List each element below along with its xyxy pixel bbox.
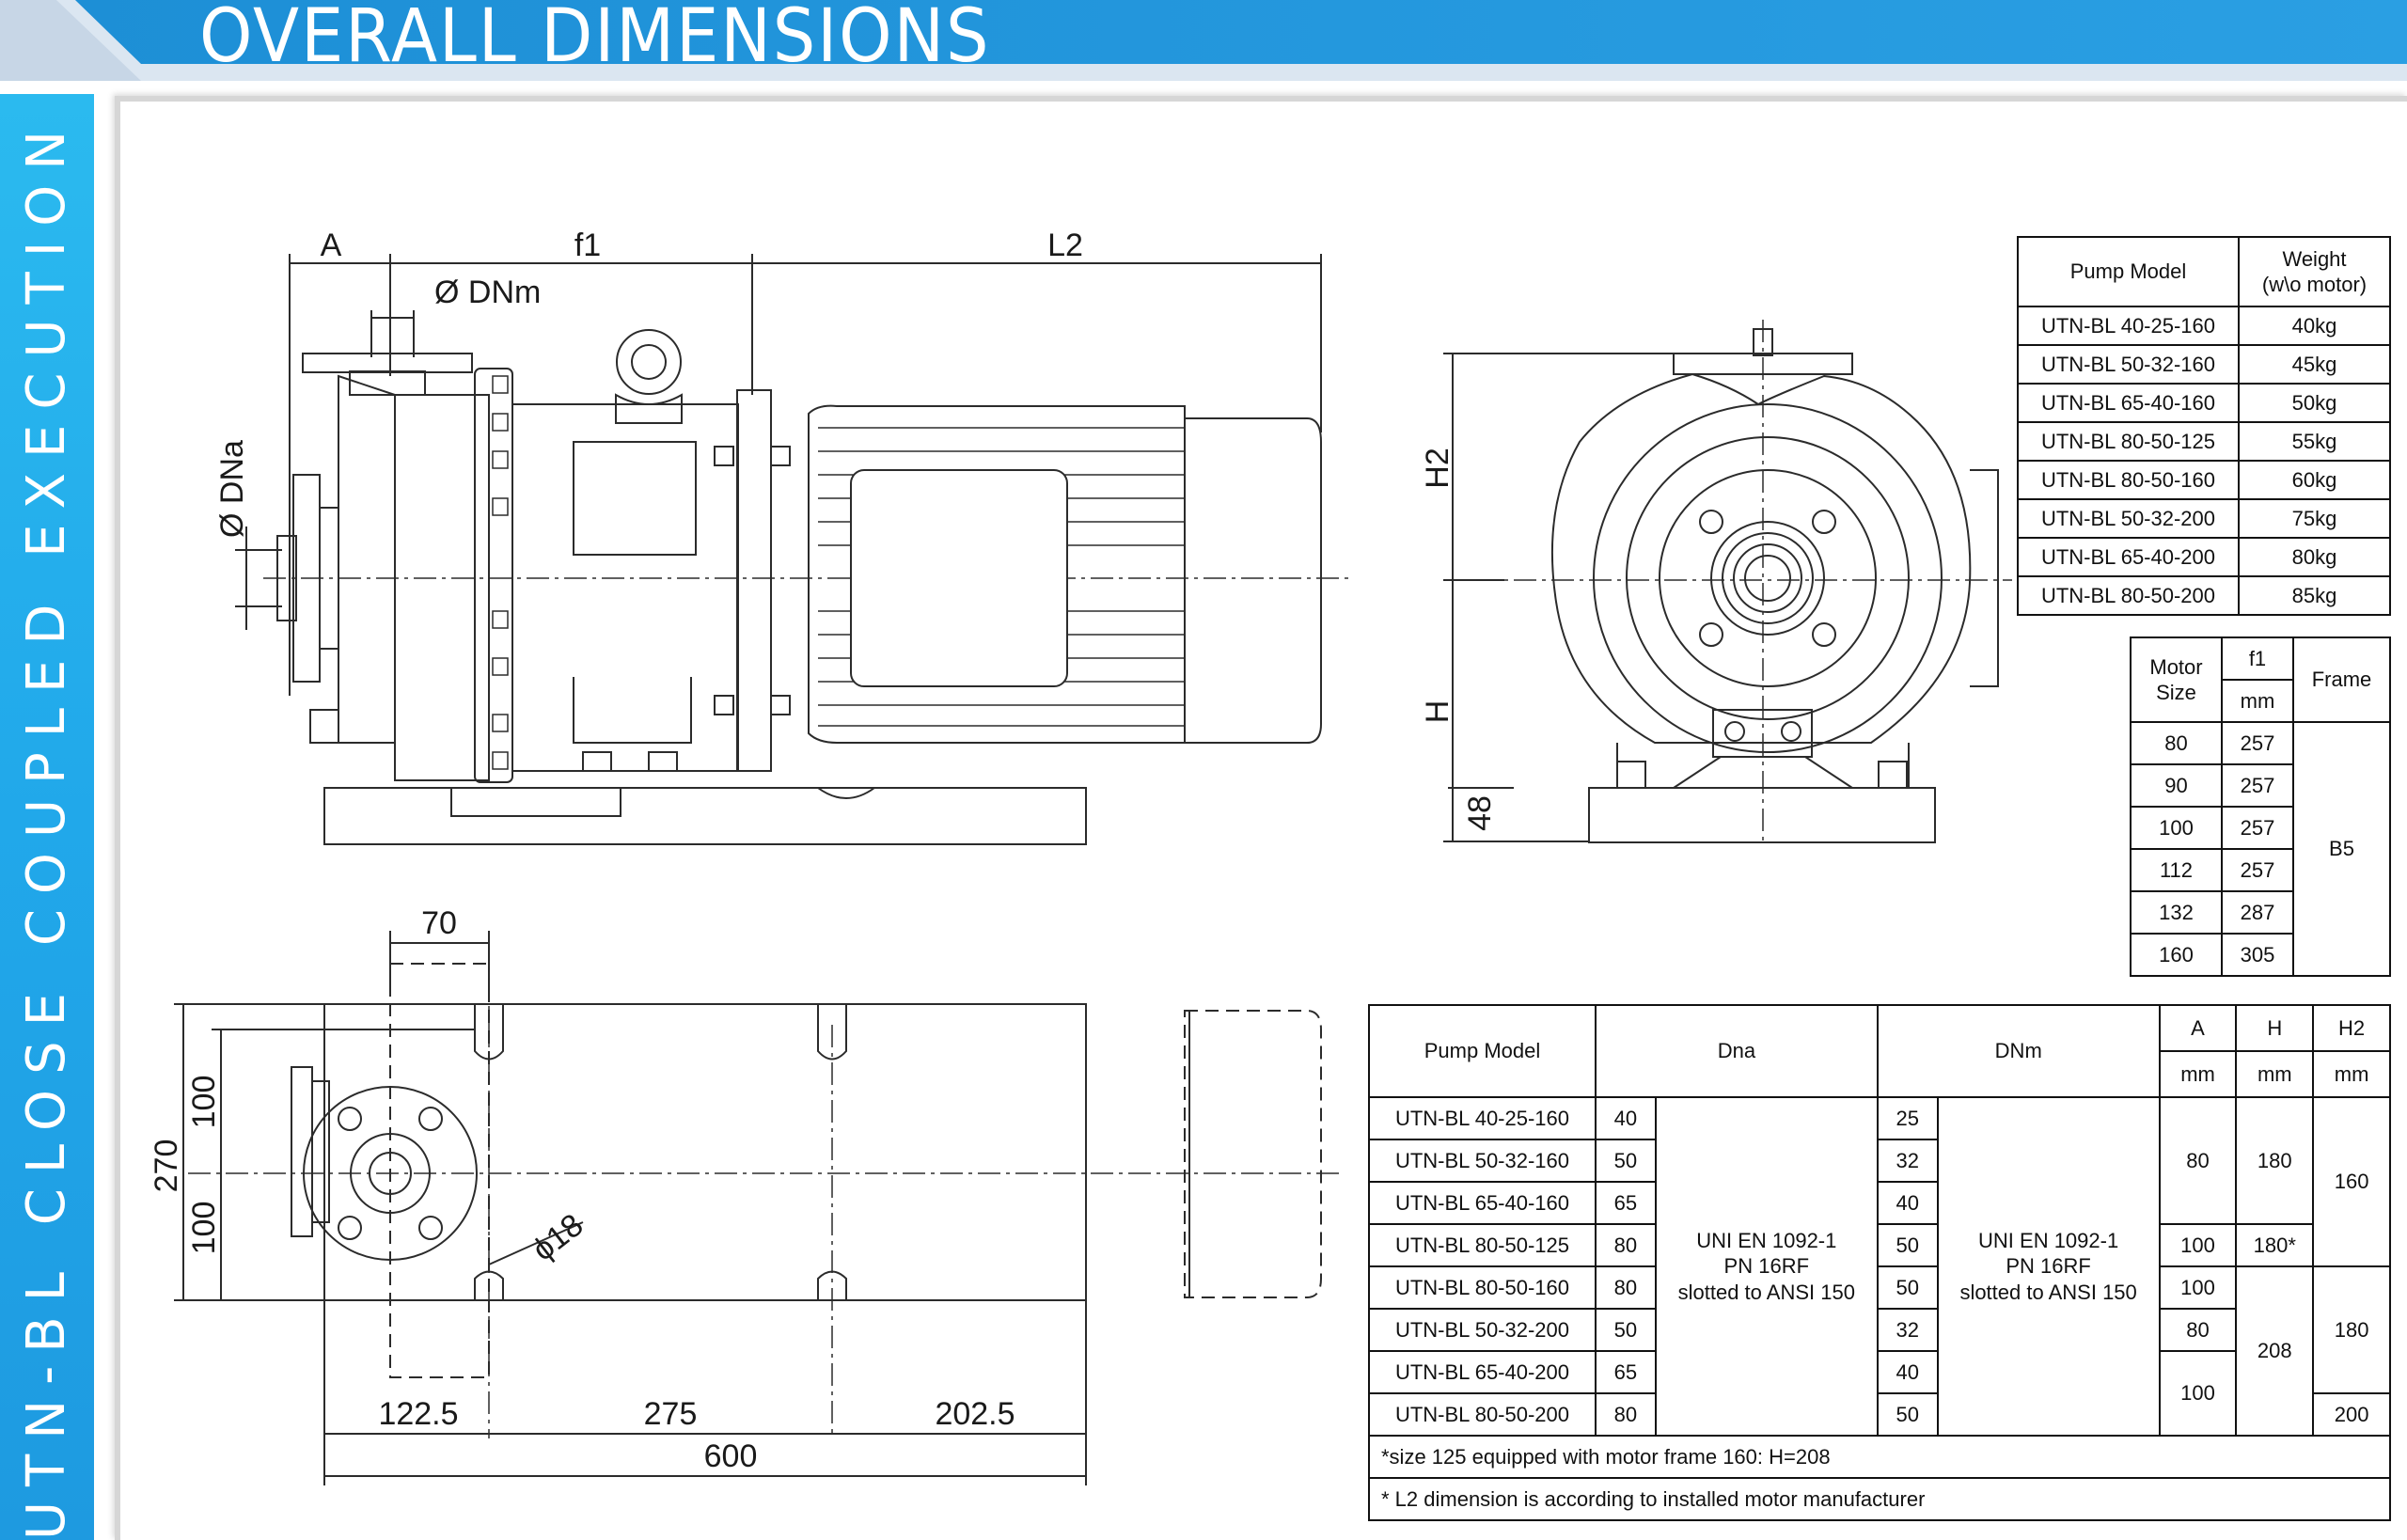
dim-f1-label: f1 bbox=[574, 228, 601, 263]
dim-202-5-label: 202.5 bbox=[935, 1396, 1015, 1432]
dim-header-a: A bbox=[2158, 1004, 2238, 1052]
motor-frame-value: B5 bbox=[2292, 721, 2391, 977]
dim-h-label: H bbox=[1420, 700, 1455, 724]
page-title: OVERALL DIMENSIONS bbox=[199, 0, 991, 79]
weight-table: Pump Model Weight(w\o motor) UTN-BL 40-2… bbox=[2017, 236, 2391, 616]
motor-header-frame: Frame bbox=[2292, 636, 2391, 723]
dim-48-label: 48 bbox=[1462, 795, 1498, 831]
header-band: OVERALL DIMENSIONS bbox=[0, 0, 2407, 88]
dim-100-top-label: 100 bbox=[186, 1076, 222, 1129]
top-view-drawing bbox=[174, 931, 1345, 1485]
dim-122-5-label: 122.5 bbox=[378, 1396, 458, 1432]
dim-l2-label: L2 bbox=[1047, 228, 1083, 263]
dimensions-table: Pump Model Dna DNm A H H2 mm mm mm UTN-B… bbox=[1368, 1004, 2391, 1521]
weight-header-weight: Weight(w\o motor) bbox=[2238, 236, 2391, 307]
dim-600-label: 600 bbox=[704, 1438, 758, 1474]
dim-dna-label: Ø DNa bbox=[214, 440, 250, 538]
motor-header-unit: mm bbox=[2221, 679, 2294, 723]
dim-header-dnm: DNm bbox=[1876, 1004, 2161, 1098]
dim-hole-label: ϕ18 bbox=[526, 1207, 590, 1268]
dim-a-label: A bbox=[321, 228, 342, 263]
dim-70-label: 70 bbox=[421, 905, 457, 941]
note-l2: * L2 dimension is according to installed… bbox=[1368, 1477, 2391, 1521]
note-size-125: *size 125 equipped with motor frame 160:… bbox=[1368, 1435, 2391, 1479]
dim-header-dna: Dna bbox=[1594, 1004, 1879, 1098]
side-title-bar bbox=[0, 94, 94, 1540]
dim-dnm-label: Ø DNm bbox=[434, 275, 541, 310]
dim-h2-label: H2 bbox=[1420, 448, 1455, 488]
dim-header-h2: H2 bbox=[2312, 1004, 2391, 1052]
header-background bbox=[0, 0, 2407, 88]
front-view-drawing bbox=[1443, 320, 2012, 846]
dim-header-model: Pump Model bbox=[1368, 1004, 1597, 1098]
side-view-drawing bbox=[235, 254, 1354, 845]
dim-header-h: H bbox=[2235, 1004, 2315, 1052]
dim-270-label: 270 bbox=[149, 1139, 184, 1193]
weight-header-model: Pump Model bbox=[2017, 236, 2240, 307]
dim-100-bottom-label: 100 bbox=[186, 1202, 222, 1255]
motor-header-f1: f1 bbox=[2221, 636, 2294, 681]
dim-275-label: 275 bbox=[644, 1396, 698, 1432]
